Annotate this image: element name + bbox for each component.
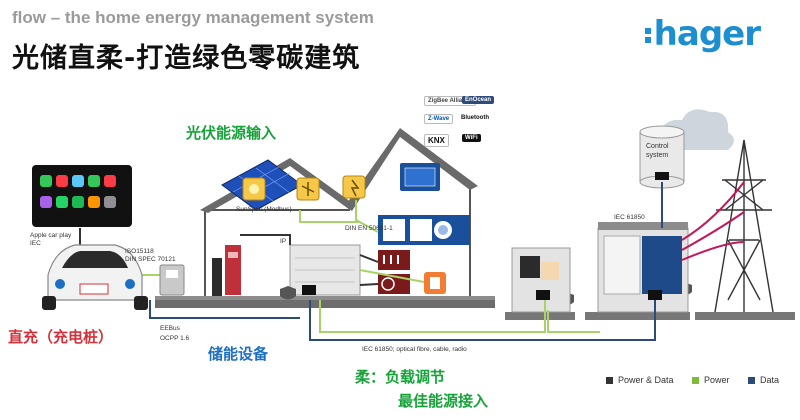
zwave-logo: Z-Wave xyxy=(424,114,454,124)
router-icon xyxy=(302,285,316,295)
transmission-tower xyxy=(714,139,774,313)
iec-substation-label: IEC 61850 xyxy=(614,214,645,221)
data-line xyxy=(149,300,300,319)
legend-power-data: Power & Data xyxy=(606,375,674,385)
control-system-label: Control xyxy=(646,143,669,150)
carplay-iec-label: IEC xyxy=(30,240,41,247)
router-icon xyxy=(648,290,662,300)
sunspec-label: SunSpec (Modbus) xyxy=(236,206,292,213)
control-system-label-2: system xyxy=(646,152,669,159)
page-title: 光储直柔-打造绿色零碳建筑 xyxy=(12,43,361,74)
legend-swatch-icon xyxy=(606,376,613,384)
eebus-label: EEBus xyxy=(160,325,180,332)
carplay-screen xyxy=(32,165,132,227)
power-data-line xyxy=(240,234,291,245)
legend-power: Power xyxy=(692,375,730,385)
brand-dots-icon xyxy=(644,25,651,46)
legend-label: Data xyxy=(760,375,780,385)
meter-base xyxy=(505,312,575,320)
storage-label: 储能设备 xyxy=(208,345,269,363)
substation-base xyxy=(585,312,690,320)
enocean-logo: EnOcean xyxy=(462,96,495,104)
iso-label: ISO15118 xyxy=(125,248,154,255)
carplay-label: Apple car play xyxy=(30,232,72,239)
ip-label: IP xyxy=(280,238,287,245)
electric-car-icon xyxy=(42,244,148,310)
data-line xyxy=(309,300,656,341)
roof-right xyxy=(345,128,478,211)
heater-icon xyxy=(378,250,410,270)
legend-label: Power xyxy=(704,375,730,385)
security-shield-icon xyxy=(280,286,296,300)
pv-input-label: 光伏能源输入 xyxy=(186,124,277,142)
ev-charger-icon xyxy=(159,264,185,296)
flex-label-line2: 最佳能源接入 xyxy=(398,392,489,410)
flex-label-line1: 柔：负载调节 xyxy=(355,368,446,386)
knx-logo: KNX xyxy=(424,134,449,147)
iec-bottom-label: IEC 61850; optical fibre, cable, radio xyxy=(362,346,467,353)
bluetooth-logo: Bluetooth xyxy=(458,114,492,122)
router-icon xyxy=(536,290,550,300)
legend-label: Power & Data xyxy=(618,375,674,385)
wifi-logo: WiFi xyxy=(462,134,481,142)
ocpp-label: OCPP 1.6 xyxy=(160,335,190,342)
power-line xyxy=(319,300,546,333)
din-en-label: DIN EN 50631-1 xyxy=(345,225,393,232)
legend-swatch-icon xyxy=(692,376,699,384)
power-line xyxy=(299,210,360,223)
tower-base xyxy=(695,312,795,320)
legend-swatch-icon xyxy=(748,376,755,384)
dc-charger-label: 直充（充电桩） xyxy=(8,328,114,346)
pv-inverter-icon xyxy=(342,175,366,199)
grid-lines xyxy=(681,181,745,261)
legend-data: Data xyxy=(748,375,779,385)
brand-name: hager xyxy=(653,14,761,54)
hager-logo: hager xyxy=(644,14,761,54)
header-subtitle: flow – the home energy management system xyxy=(12,8,374,27)
din-spec-label: DIN SPEC 70121 xyxy=(125,256,176,263)
power-line xyxy=(355,200,379,233)
